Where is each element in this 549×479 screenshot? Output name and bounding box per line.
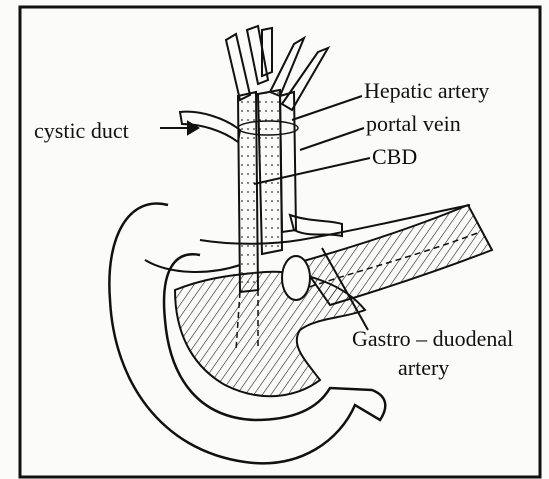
duodenal-bulb — [282, 256, 310, 300]
label-portal-vein: portal vein — [366, 113, 461, 135]
duodenum-inner-line — [145, 260, 240, 272]
label-gastro-duodenal-artery: artery — [398, 357, 449, 379]
label-cbd: CBD — [372, 146, 417, 168]
leader-portal-vein — [300, 128, 364, 150]
label-gastro-duodenal: Gastro – duodenal — [352, 328, 513, 350]
portal-vein — [258, 90, 282, 254]
leader-hepatic-artery — [292, 96, 362, 120]
label-cystic-duct: cystic duct — [34, 120, 129, 142]
hepatic-artery — [280, 92, 296, 232]
label-hepatic-artery: Hepatic artery — [364, 80, 489, 102]
